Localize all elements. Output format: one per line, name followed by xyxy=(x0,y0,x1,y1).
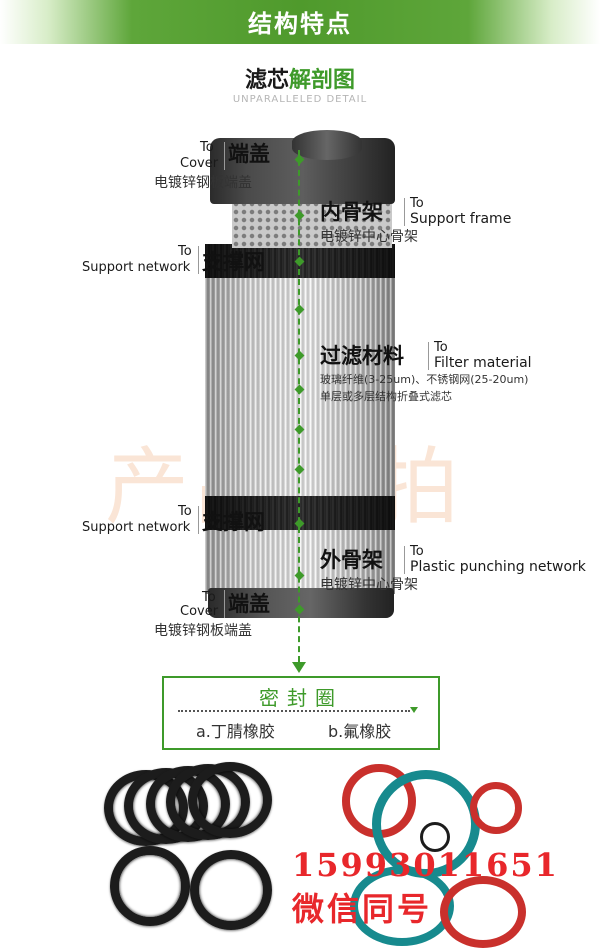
separator xyxy=(224,590,225,618)
outer-frame-cn: 外骨架 xyxy=(320,548,383,572)
inner-frame-to: To xyxy=(410,196,424,211)
arrow-down-icon xyxy=(292,662,306,673)
separator xyxy=(428,342,429,370)
bottom-cover-to: To xyxy=(202,590,216,605)
support-bottom-to: To xyxy=(178,504,192,519)
black-o-ring-image xyxy=(420,822,450,852)
separator xyxy=(404,546,405,574)
center-guide-line xyxy=(298,150,300,662)
top-cover-cn: 端盖 xyxy=(228,142,270,166)
red-o-ring-image xyxy=(440,876,526,948)
filter-material-cn: 过滤材料 xyxy=(320,344,404,368)
seal-divider xyxy=(178,710,410,712)
filter-material-desc2: 单层或多层结构折叠式滤芯 xyxy=(320,390,452,403)
inner-frame-en: Support frame xyxy=(410,211,512,227)
filter-material-to: To xyxy=(434,340,448,355)
diagram-subtitle: UNPARALLELED DETAIL xyxy=(232,94,368,105)
black-o-ring-image xyxy=(110,846,190,926)
top-cover-en: Cover xyxy=(180,156,219,171)
outer-frame-to: To xyxy=(410,544,424,559)
inner-frame-image xyxy=(232,200,392,248)
filter-material-en: Filter material xyxy=(434,355,532,371)
header-title: 结构特点 xyxy=(248,10,352,38)
separator xyxy=(198,246,199,274)
diagram-title-green: 解剖图 xyxy=(289,68,356,93)
inner-frame-desc: 电镀锌中心骨架 xyxy=(320,229,418,245)
bottom-cover-desc: 电镀锌钢板端盖 xyxy=(154,623,252,639)
filter-media-image xyxy=(205,244,395,594)
seal-title: 密封圈 xyxy=(259,686,343,710)
filter-material-desc1: 玻璃纤维(3-25um)、不锈钢网(25-20um) xyxy=(320,373,529,386)
seal-option-b: b.氟橡胶 xyxy=(328,722,392,741)
outer-frame-en: Plastic punching network xyxy=(410,559,586,575)
wechat-note: 微信同号 xyxy=(292,890,433,928)
top-cover-to: To xyxy=(200,140,214,155)
support-bottom-cn: 支撑网 xyxy=(202,510,265,534)
black-o-ring-image xyxy=(188,762,272,838)
diagram-title: 滤芯解剖图 xyxy=(0,62,600,94)
separator xyxy=(198,506,199,534)
top-cap-rim xyxy=(292,130,362,160)
seal-box xyxy=(162,676,440,750)
support-bottom-en: Support network xyxy=(82,520,191,535)
black-o-ring-image xyxy=(190,850,272,930)
bottom-cover-en: Cover xyxy=(180,604,219,619)
bottom-cap-image xyxy=(208,588,394,618)
header-banner xyxy=(0,0,600,44)
seal-option-a: a.丁腈橡胶 xyxy=(196,722,275,741)
triangle-down-icon xyxy=(410,707,418,713)
bottom-cover-cn: 端盖 xyxy=(228,592,270,616)
red-o-ring-image xyxy=(470,782,522,834)
support-top-en: Support network xyxy=(82,260,191,275)
separator xyxy=(404,198,405,226)
phone-number: 15993011651 xyxy=(292,846,559,884)
diagram-title-black: 滤芯 xyxy=(244,68,289,93)
support-top-to: To xyxy=(178,244,192,259)
separator xyxy=(224,142,225,170)
support-top-cn: 支撑网 xyxy=(202,250,265,274)
inner-frame-cn: 内骨架 xyxy=(320,200,383,224)
outer-frame-desc: 电镀锌中心骨架 xyxy=(320,577,418,593)
top-cover-desc: 电镀锌钢板端盖 xyxy=(154,175,252,191)
